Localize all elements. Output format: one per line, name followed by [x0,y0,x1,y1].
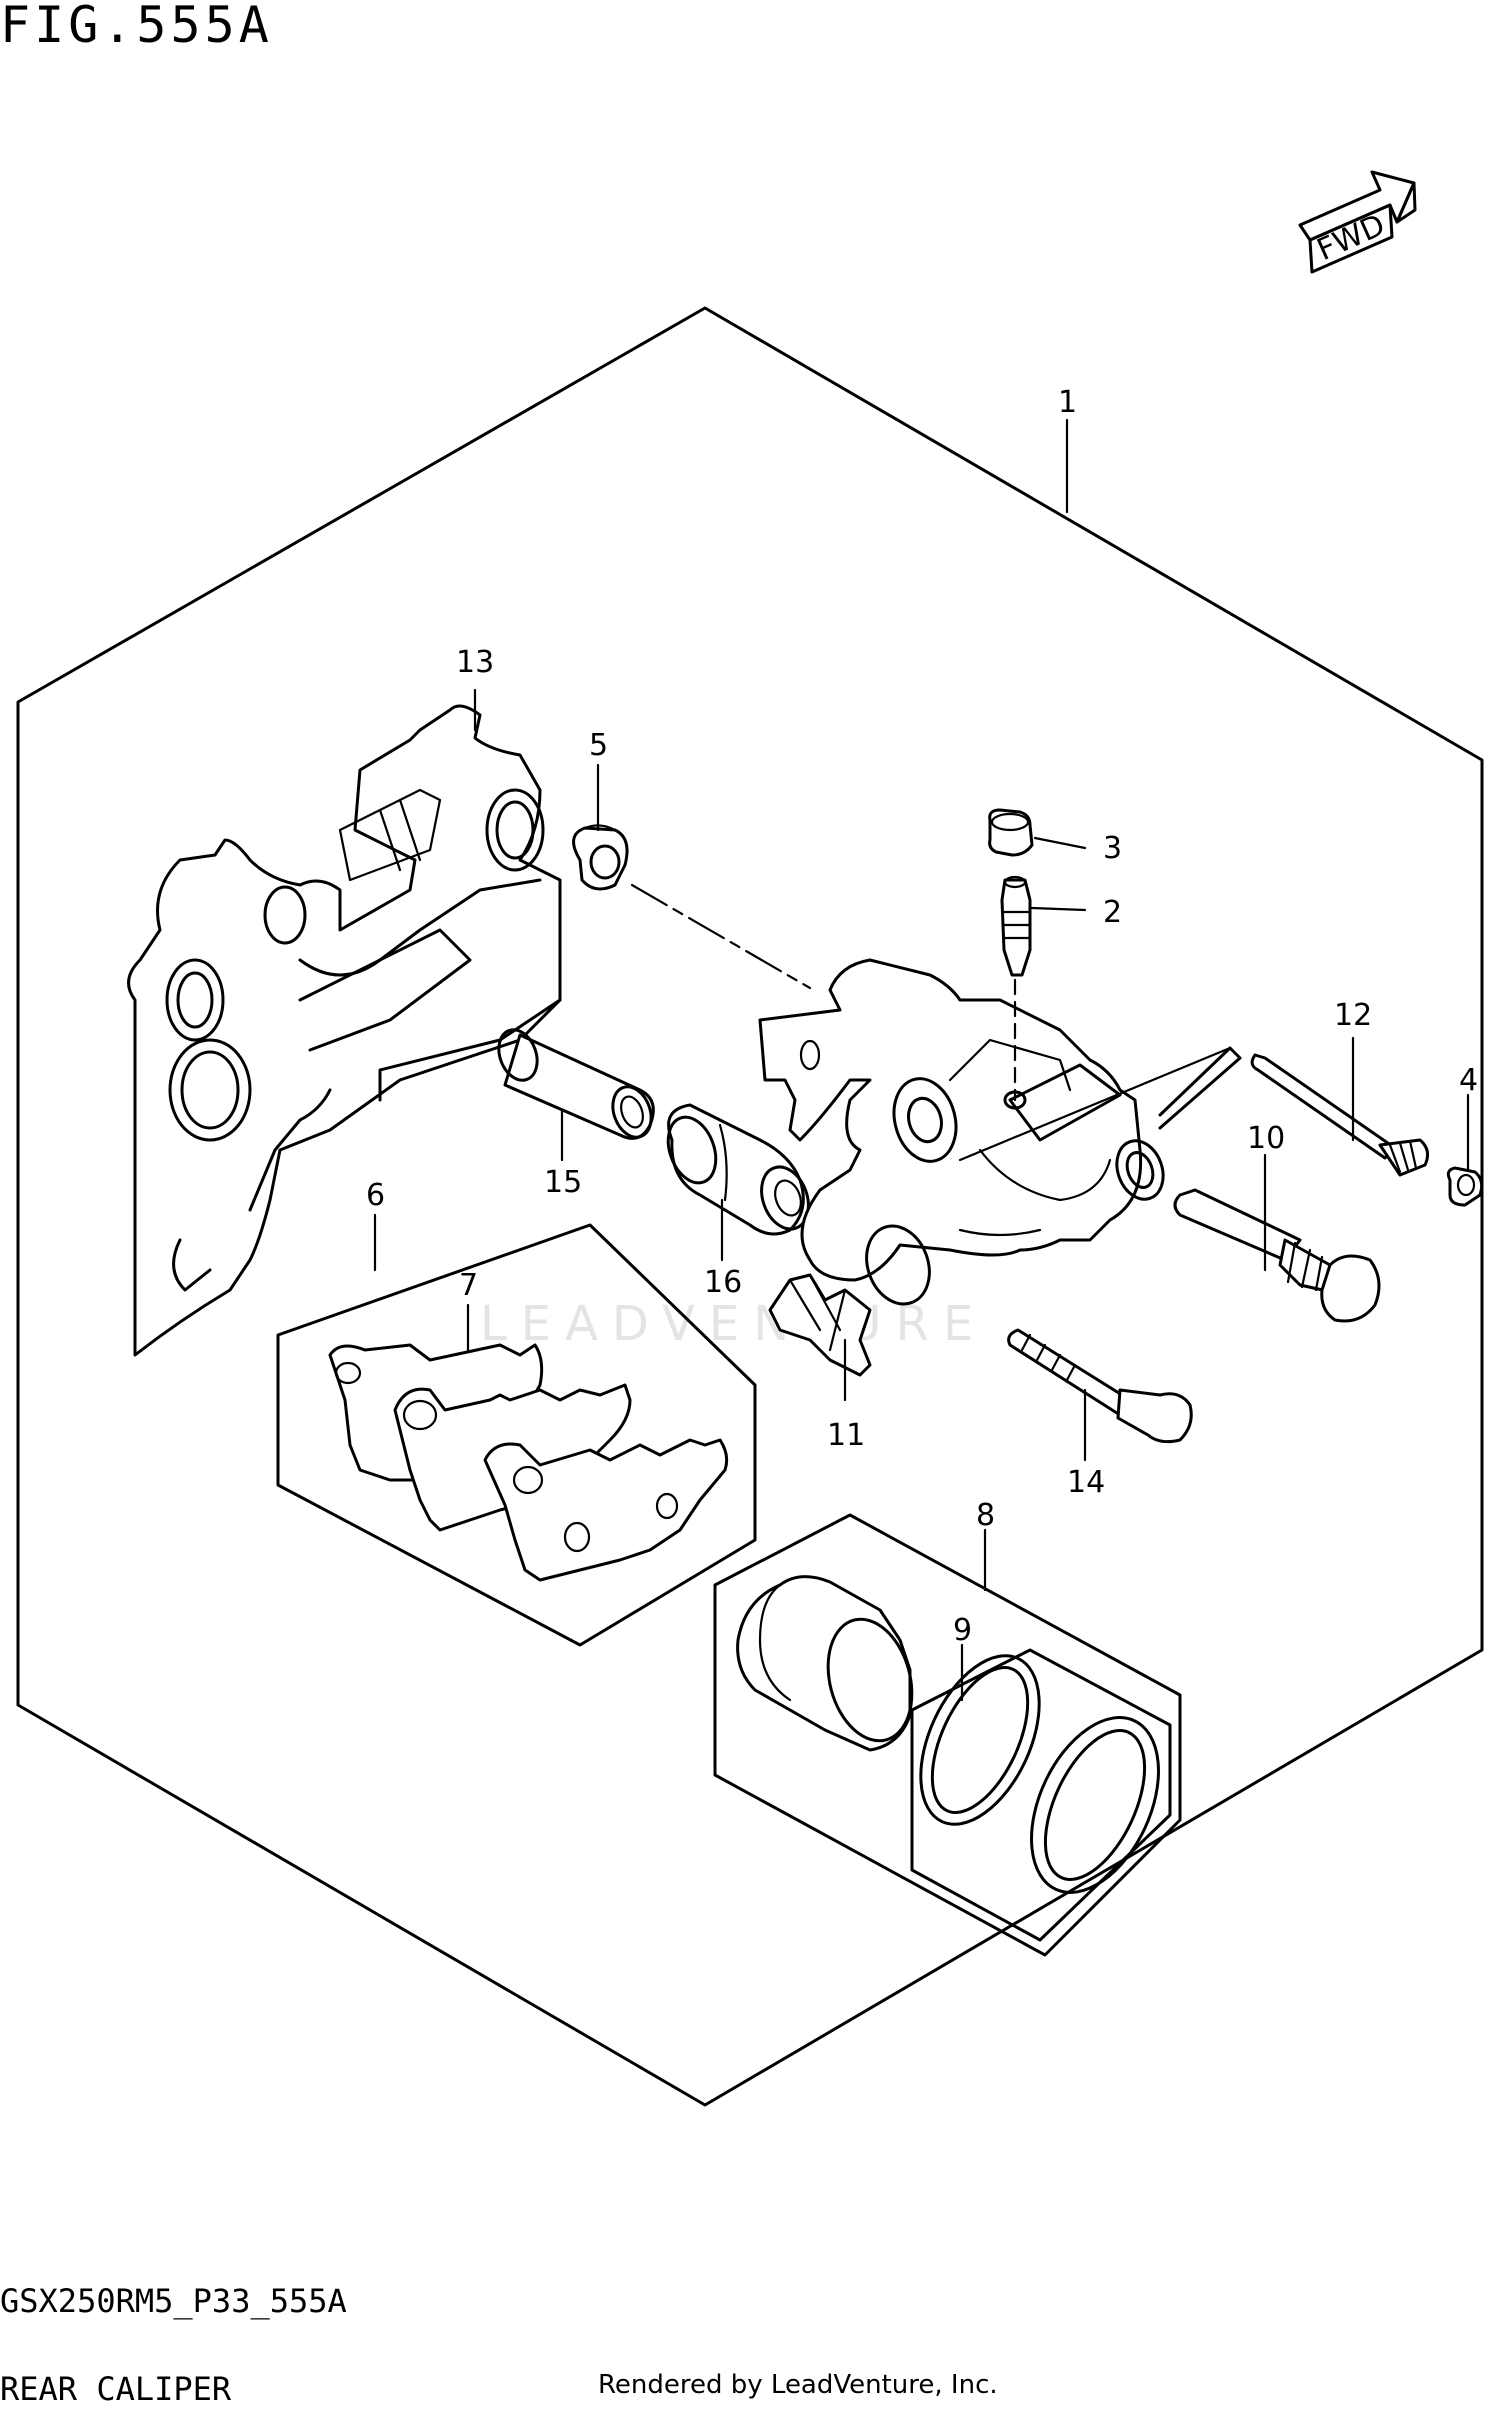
callout-1: 1 [1058,385,1077,420]
leader-1b [958,1046,1232,1162]
callout-16: 16 [704,1265,742,1300]
fwd-arrow-icon: FWD [1298,170,1417,274]
axis-line-5 [630,883,812,990]
callout-13: 13 [456,645,494,680]
callout-8: 8 [976,1498,995,1533]
callout-3: 3 [1103,831,1122,866]
spring-clip-part-11 [768,1273,872,1377]
callout-4: 4 [1459,1063,1478,1098]
figure-title: FIG.555A [0,0,273,54]
callout-12: 12 [1334,998,1372,1033]
callout-15: 15 [544,1165,582,1200]
callout-11: 11 [827,1418,865,1453]
bleeder-valve-part-2 [1000,875,1032,1102]
caliper-body [758,958,1242,1306]
diagram-name: REAR CALIPER [0,2370,232,2408]
nut-part-4 [1446,1166,1484,1207]
pin-bolt-part-12 [1250,1053,1430,1177]
callout-7: 7 [459,1268,478,1303]
callout-14: 14 [1067,1465,1105,1500]
pad-set-box-part-6 [276,1223,757,1647]
callout-9: 9 [953,1613,972,1648]
bolt-part-14 [1007,1328,1193,1444]
callout-2: 2 [1103,895,1122,930]
piston-box-part-8 [713,1513,1182,1957]
watermark-text: LEADVENTURE [480,1296,987,1352]
callout-5: 5 [589,728,608,763]
pin-boot-part-5 [572,824,629,891]
sleeve-part-15 [497,1028,655,1140]
pin-bolt-part-10 [1173,1188,1381,1323]
rendered-by-credit: Rendered by LeadVenture, Inc. [598,2370,998,2400]
model-code: GSX250RM5_P33_555A [0,2282,347,2320]
callout-10: 10 [1247,1121,1285,1156]
assembly-hexagon-outline [16,306,1484,2107]
caliper-bracket-part-13 [127,704,562,1357]
callout-labels: 1 2 3 4 5 6 7 8 9 10 11 12 13 14 15 16 [366,385,1478,1648]
boot-part-16 [666,1103,810,1236]
leader-lines [373,418,1470,1702]
callout-6: 6 [366,1178,385,1213]
cap-part-3 [988,808,1034,857]
